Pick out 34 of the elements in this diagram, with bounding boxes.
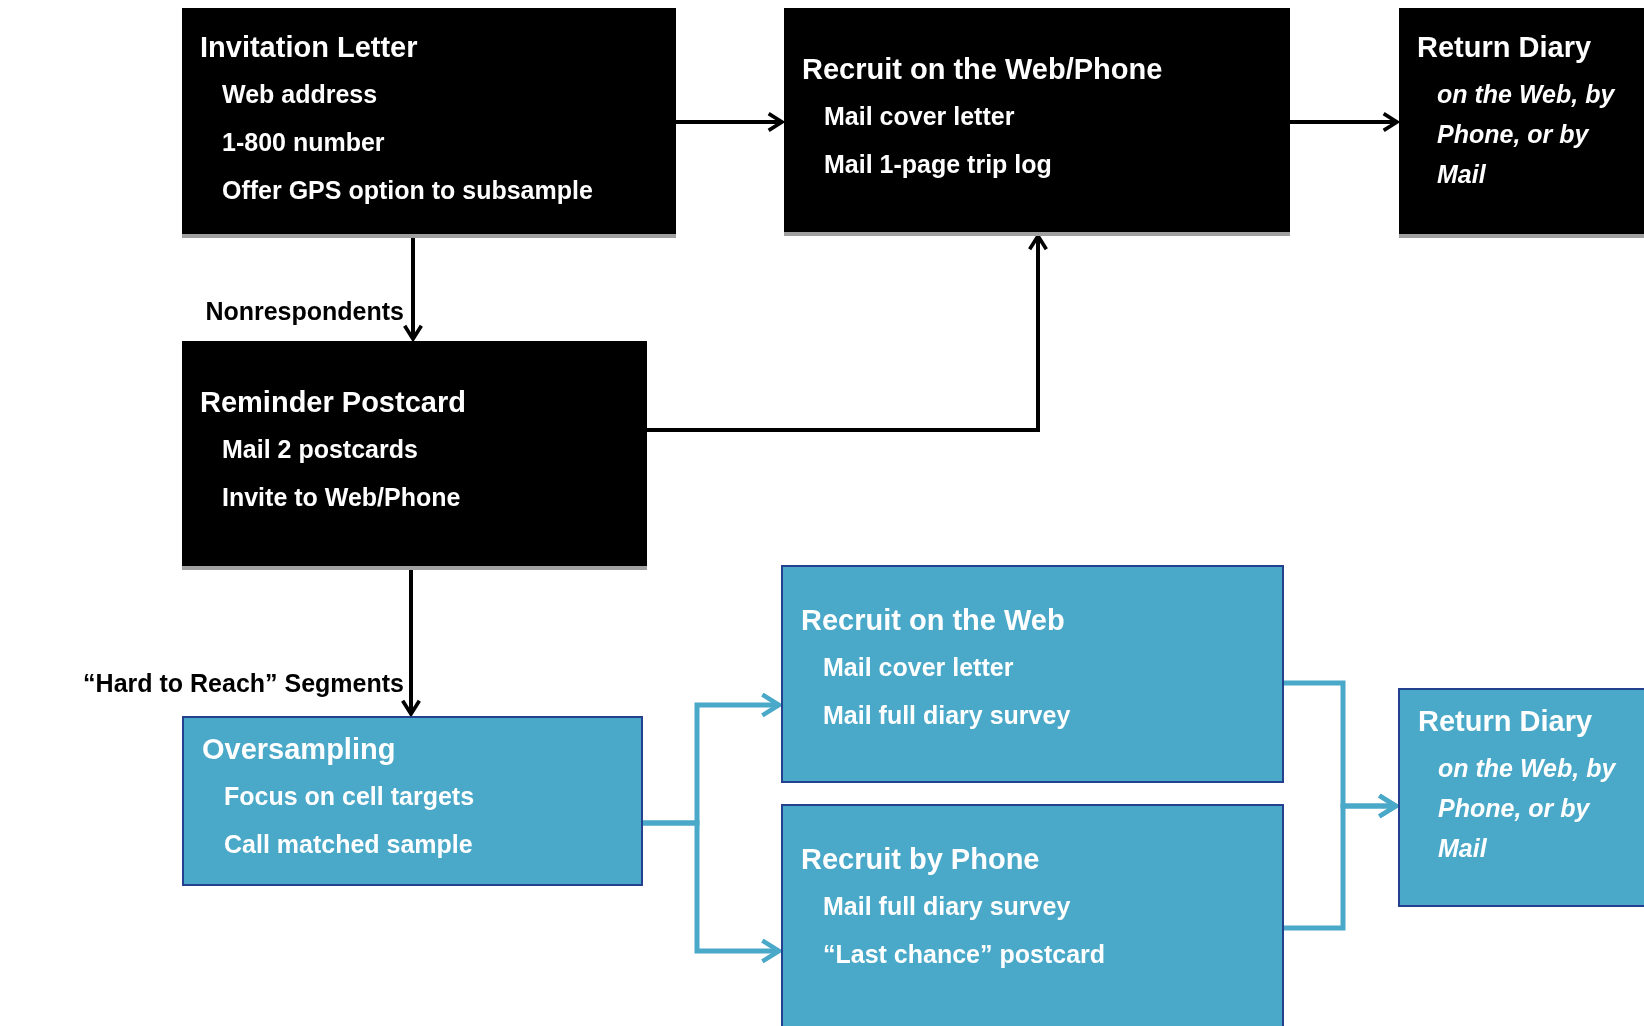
arrow: [1290, 111, 1399, 133]
arrow: [643, 820, 782, 964]
box-text: Offer GPS option to subsample: [222, 175, 593, 206]
box-text: Mail full diary survey: [823, 700, 1071, 731]
box-title: Oversampling: [202, 732, 396, 767]
box-text: on the Web, by Phone, or by Mail: [1437, 79, 1617, 190]
box-text: Mail cover letter: [823, 652, 1014, 683]
arrow: [647, 234, 1049, 432]
box-text: Call matched sample: [224, 829, 473, 860]
arrow: [1284, 793, 1399, 931]
box-title: Recruit by Phone: [801, 842, 1040, 877]
box-text: Mail full diary survey: [823, 891, 1071, 922]
arrow: [400, 568, 422, 716]
box-text: Invite to Web/Phone: [222, 482, 461, 513]
box-title: Reminder Postcard: [200, 385, 466, 420]
process-box: [781, 804, 1284, 1026]
box-title: Invitation Letter: [200, 30, 418, 65]
process-box: [781, 565, 1284, 783]
box-title: Recruit on the Web/Phone: [802, 52, 1163, 87]
process-box: [182, 716, 643, 886]
box-title: Return Diary: [1418, 704, 1593, 739]
box-title: Return Diary: [1417, 30, 1592, 65]
box-text: Web address: [222, 79, 378, 110]
box-text: “Last chance” postcard: [823, 939, 1106, 970]
box-text: Mail cover letter: [824, 101, 1015, 132]
process-box: [1398, 688, 1644, 907]
arrow: [676, 111, 784, 133]
box-title: Recruit on the Web: [801, 603, 1065, 638]
box-text: Mail 1-page trip log: [824, 149, 1052, 180]
box-text: Mail 2 postcards: [222, 434, 418, 465]
box-text: 1-800 number: [222, 127, 385, 158]
box-text: Focus on cell targets: [224, 781, 475, 812]
box-text: on the Web, by Phone, or by Mail: [1438, 753, 1618, 864]
arrow: [402, 236, 424, 341]
